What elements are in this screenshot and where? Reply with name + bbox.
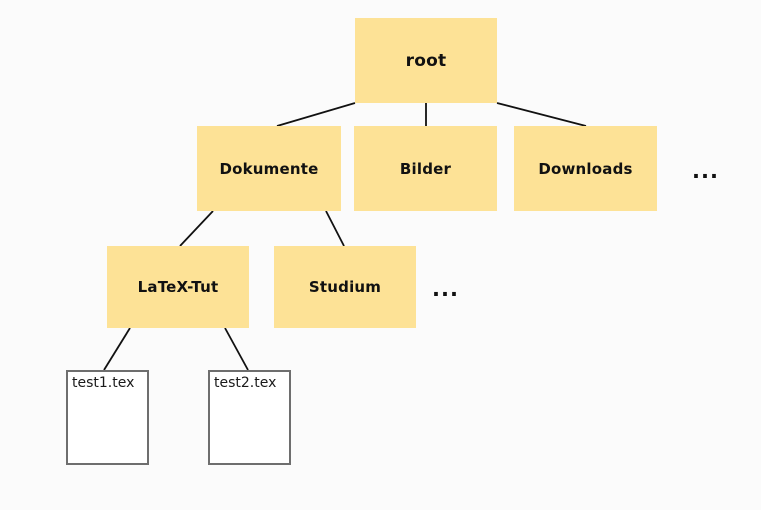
- file-node-test2[interactable]: test2.tex: [208, 370, 291, 465]
- tree-edge-latextut-to-test1: [103, 327, 131, 371]
- folder-node-root[interactable]: root: [355, 18, 497, 103]
- node-label: root: [405, 50, 447, 71]
- tree-edge-dokumente-to-studium: [325, 210, 345, 247]
- node-label: Dokumente: [219, 159, 319, 178]
- tree-edge-latextut-to-test2: [224, 327, 249, 371]
- node-label: Studium: [308, 278, 382, 296]
- folder-node-latextut[interactable]: LaTeX-Tut: [107, 246, 249, 328]
- node-label: LaTeX-Tut: [137, 278, 219, 296]
- node-label: test1.tex: [72, 375, 135, 391]
- node-label: Bilder: [399, 159, 452, 178]
- tree-edge-dokumente-to-latextut: [179, 210, 214, 247]
- node-label: Downloads: [538, 159, 633, 178]
- folder-node-studium[interactable]: Studium: [274, 246, 416, 328]
- folder-node-dokumente[interactable]: Dokumente: [197, 126, 341, 211]
- ellipsis-more-level2: ...: [692, 159, 719, 183]
- ellipsis-more-level3: ...: [432, 277, 459, 301]
- folder-node-bilder[interactable]: Bilder: [354, 126, 497, 211]
- file-node-test1[interactable]: test1.tex: [66, 370, 149, 465]
- node-label: test2.tex: [214, 375, 277, 391]
- tree-edge-root-to-dokumente: [276, 102, 356, 127]
- tree-edge-root-to-downloads: [496, 102, 587, 127]
- folder-node-downloads[interactable]: Downloads: [514, 126, 657, 211]
